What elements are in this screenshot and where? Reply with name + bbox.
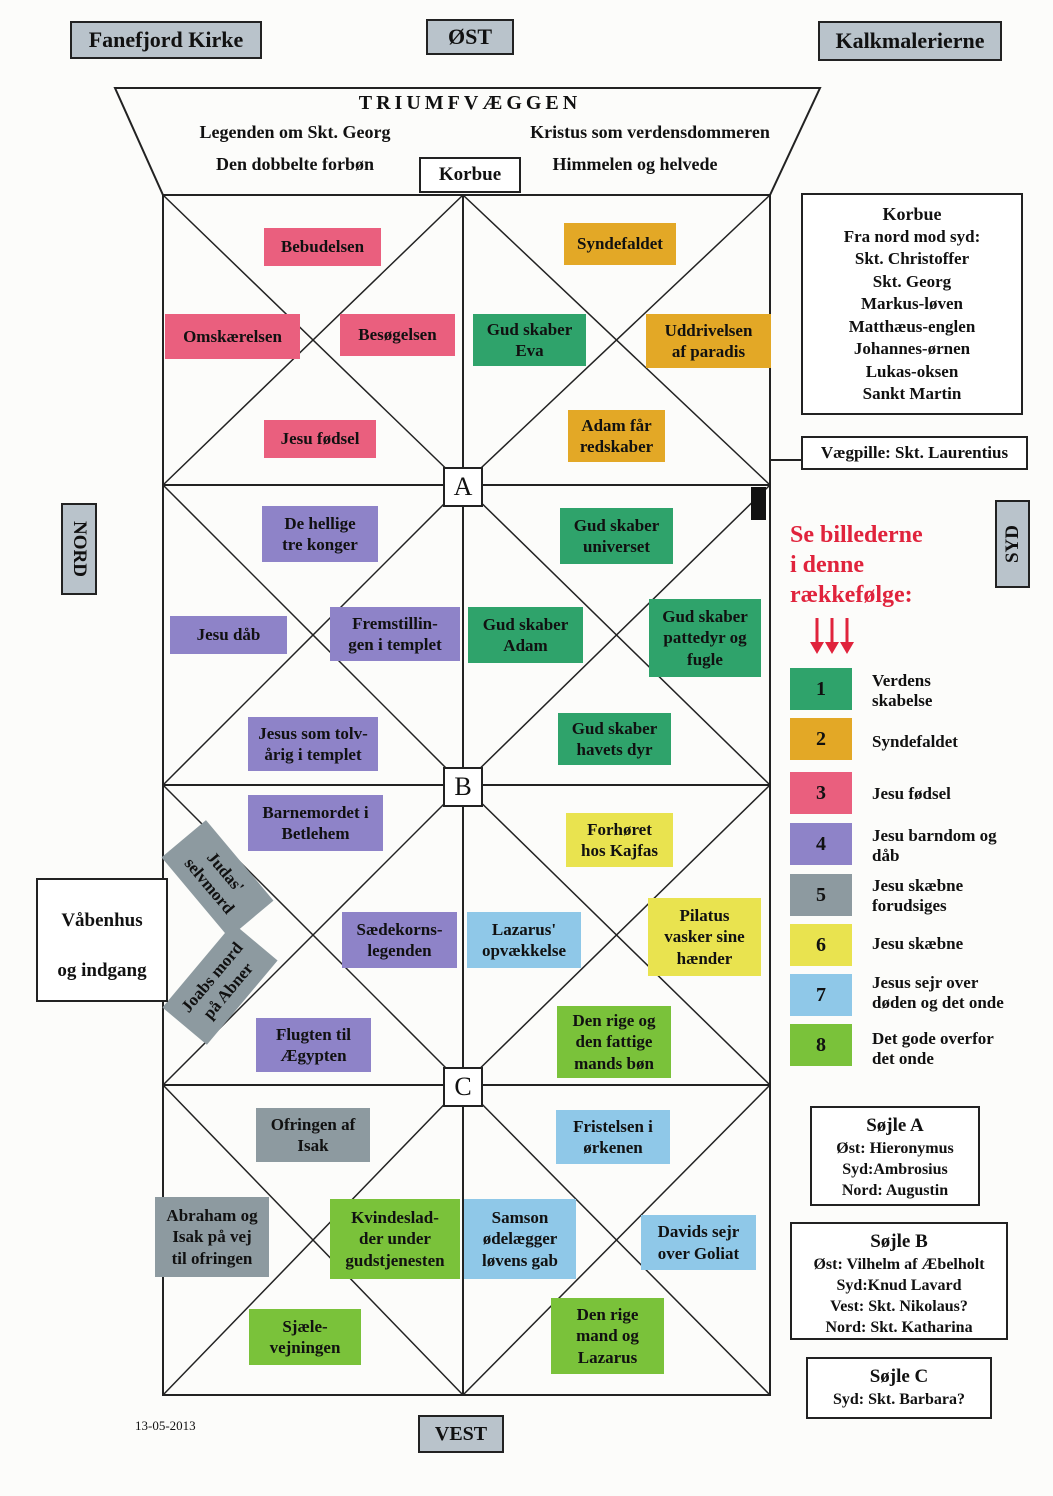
pillar-a-title: Søjle A — [866, 1115, 924, 1136]
compass-east: ØST — [426, 19, 514, 55]
legend-text-8: Det gode overfor det onde — [872, 1029, 994, 1069]
korbue-info-line: Lukas-oksen — [865, 361, 959, 381]
legend-swatch-5: 5 — [790, 874, 852, 916]
saint-line: Vest: Skt. Nikolaus? — [830, 1298, 968, 1315]
legend-text-5: Jesu skæbne forudsiges — [872, 876, 964, 916]
saint-line: Nord: Augustin — [841, 1182, 949, 1199]
compass-north: NORD — [61, 503, 97, 595]
saint-line: Øst: Hieronymus — [836, 1140, 954, 1157]
triumph-right-line2: Himmelen og helvede — [552, 154, 718, 174]
scene-bebudelsen: Bebudelsen — [264, 228, 381, 266]
compass-west: VEST — [418, 1415, 504, 1453]
triumph-right-line1: Kristus som verdensdommeren — [530, 122, 770, 142]
pillar-c-saints: Søjle C Syd: Skt. Barbara? — [806, 1357, 992, 1419]
legend-swatch-8: 8 — [790, 1024, 852, 1066]
scene-gud-pattedyr: Gud skaber pattedyr og fugle — [649, 599, 761, 677]
legend-swatch-1: 1 — [790, 668, 852, 710]
scene-gud-skaber-adam: Gud skaber Adam — [468, 607, 583, 663]
scene-lazarus: Lazarus' opvækkelse — [467, 912, 581, 968]
korbue-info-line: Matthæus-englen — [848, 316, 976, 336]
korbue-info-title: Korbue — [882, 204, 942, 224]
legend-text-1: Verdens skabelse — [872, 671, 933, 711]
scene-jesu-fodsel: Jesu fødsel — [264, 420, 376, 458]
scene-forhoret: Forhøret hos Kajfas — [566, 813, 673, 867]
scene-rige-fattige: Den rige og den fattige mands bøn — [557, 1006, 671, 1078]
saint-line: Nord: Skt. Katharina — [825, 1319, 973, 1336]
triumph-left-line2: Den dobbelte forbøn — [215, 154, 374, 174]
scene-pilatus: Pilatus vasker sine hænder — [648, 898, 761, 976]
scene-samson: Samson ødelægger løvens gab — [464, 1199, 576, 1279]
triumph-left-line1: Legenden om Skt. Georg — [199, 122, 391, 142]
korbue-info-line: Sankt Martin — [862, 384, 962, 403]
scene-abraham: Abraham og Isak på vej til ofringen — [155, 1197, 269, 1277]
entrance-line2: og indgang — [57, 960, 147, 981]
scene-syndefaldet: Syndefaldet — [564, 223, 676, 265]
pillar-a-saints: Søjle A Øst: Hieronymus Syd:Ambrosius No… — [810, 1106, 980, 1206]
legend-text-2: Syndefaldet — [872, 732, 958, 751]
legend-text-4: Jesu barndom og dåb — [872, 826, 997, 866]
scene-barnemordet: Barnemordet i Betlehem — [248, 795, 383, 851]
nave-outline — [162, 194, 771, 1396]
pillar-b-title: Søjle B — [870, 1231, 928, 1252]
scene-kvindeslad: Kvindeslad- der under gudstjenesten — [330, 1199, 460, 1279]
pillar-c-title: Søjle C — [869, 1366, 929, 1387]
pillar-c: C — [443, 1067, 483, 1107]
paintings-label: Kalkmalerierne — [818, 21, 1002, 61]
korbue-info-line: Johannes-ørnen — [853, 339, 971, 358]
legend-text-3: Jesu fødsel — [872, 784, 951, 803]
scene-davids: Davids sejr over Goliat — [641, 1215, 756, 1270]
pillar-b-saints: Søjle B Øst: Vilhelm af Æbelholt Syd:Knu… — [790, 1222, 1008, 1340]
legend-text-7: Jesus sejr over døden og det onde — [872, 973, 1004, 1013]
scene-uddrivelsen: Uddrivelsen af paradis — [646, 314, 771, 368]
wall-pillar-marker — [751, 487, 766, 520]
korbue-info-line: Fra nord mod syd: — [843, 226, 981, 246]
saint-line: Øst: Vilhelm af Æbelholt — [813, 1256, 985, 1273]
saint-line: Syd:Ambrosius — [842, 1161, 948, 1178]
entrance-line1: Våbenhus — [61, 910, 143, 931]
scene-ofringen: Ofringen af Isak — [256, 1108, 370, 1162]
saint-line: Syd:Knud Lavard — [836, 1277, 962, 1294]
legend-swatch-2: 2 — [790, 718, 852, 760]
legend-text-6: Jesu skæbne — [872, 934, 964, 953]
scene-sjaele: Sjæle- vejningen — [249, 1309, 361, 1365]
entrance-box: Våbenhus og indgang — [36, 878, 168, 1002]
scene-flugten: Flugten til Ægypten — [256, 1018, 371, 1072]
korbue-info-line: Markus-løven — [861, 294, 963, 313]
triumph-wall-title: TRIUMFVÆGGEN — [358, 92, 582, 114]
scene-rige-lazarus: Den rige mand og Lazarus — [551, 1298, 664, 1374]
scene-jesu-daab: Jesu dåb — [170, 616, 287, 654]
scene-omskaerelsen: Omskærelsen — [165, 314, 300, 359]
scene-saedekorn: Sædekorns- legenden — [342, 912, 457, 968]
scene-tolvaarig: Jesus som tolv- årig i templet — [248, 717, 378, 771]
date-label: 13-05-2013 — [135, 1418, 196, 1433]
pillar-a: A — [443, 467, 483, 507]
legend-swatch-7: 7 — [790, 974, 852, 1016]
scene-adam-faar: Adam får redskaber — [568, 410, 665, 462]
korbue-info-line: Skt. Christoffer — [854, 249, 970, 268]
scene-fremstillingen: Fremstillin- gen i templet — [330, 607, 460, 661]
legend-swatch-6: 6 — [790, 924, 852, 966]
church-name-label: Fanefjord Kirke — [70, 21, 262, 59]
legend-swatch-3: 3 — [790, 772, 852, 814]
scene-fristelsen: Fristelsen i ørkenen — [556, 1110, 670, 1164]
order-heading: Se billederne i denne rækkefølge: — [790, 522, 923, 608]
order-arrows-icon — [810, 618, 854, 654]
scene-gud-universet: Gud skaber universet — [560, 508, 673, 564]
saint-line: Syd: Skt. Barbara? — [832, 1391, 966, 1408]
pillar-b: B — [443, 767, 483, 807]
korbue-label: Korbue — [419, 157, 521, 193]
korbue-info-line: Skt. Georg — [872, 271, 952, 291]
compass-south: SYD — [995, 500, 1030, 588]
scene-hellige-tre-konger: De hellige tre konger — [262, 506, 378, 562]
scene-gud-havets-dyr: Gud skaber havets dyr — [558, 713, 671, 765]
scene-besogelsen: Besøgelsen — [340, 314, 455, 356]
scene-gud-skaber-eva: Gud skaber Eva — [473, 314, 586, 366]
legend-swatch-4: 4 — [790, 823, 852, 865]
wall-pillar-box: Vægpille: Skt. Laurentius — [801, 436, 1028, 470]
korbue-info-box: Korbue Fra nord mod syd: Skt. Christoffe… — [801, 193, 1023, 415]
